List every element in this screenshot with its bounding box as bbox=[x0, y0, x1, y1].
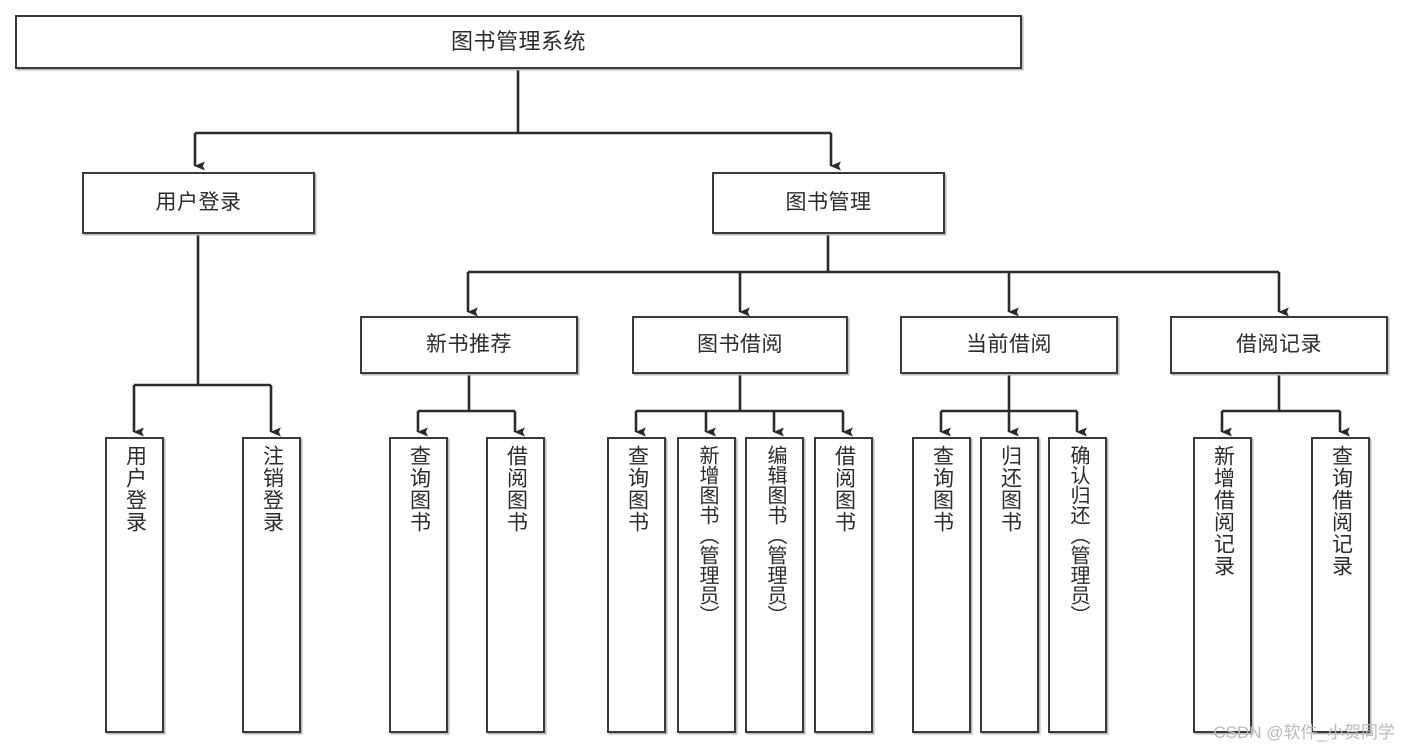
node-label: 查询图书 bbox=[625, 445, 649, 533]
leaf-current-borrow-confirm-return[interactable]: 确认归还（管理员） bbox=[1048, 437, 1107, 733]
node-label: 注销登录 bbox=[260, 445, 284, 533]
node-borrow-records[interactable]: 借阅记录 bbox=[1170, 316, 1388, 374]
node-label: 查询图书 bbox=[407, 445, 431, 533]
leaf-borrow-record-query[interactable]: 查询借阅记录 bbox=[1311, 437, 1370, 733]
node-label: 图书借阅 bbox=[697, 333, 783, 357]
node-label: 归还图书 bbox=[998, 445, 1022, 533]
node-label: 查询借阅记录 bbox=[1329, 445, 1353, 577]
node-label: 借阅记录 bbox=[1236, 333, 1322, 357]
node-label: 新书推荐 bbox=[426, 333, 512, 357]
watermark-text: CSDN @软件_小贺同学 bbox=[1213, 723, 1395, 742]
node-label: 图书管理系统 bbox=[450, 28, 586, 54]
leaf-book-borrow-edit[interactable]: 编辑图书（管理员） bbox=[745, 437, 804, 733]
node-label: 用户登录 bbox=[123, 445, 147, 533]
leaf-book-borrow-add[interactable]: 新增图书（管理员） bbox=[677, 437, 736, 733]
leaf-book-borrow-borrow[interactable]: 借阅图书 bbox=[814, 437, 873, 733]
node-label: 新增图书（管理员） bbox=[696, 445, 718, 625]
node-label: 确认归还（管理员） bbox=[1067, 445, 1089, 625]
leaf-book-borrow-query[interactable]: 查询图书 bbox=[607, 437, 666, 733]
node-label: 编辑图书（管理员） bbox=[764, 445, 786, 625]
leaf-current-borrow-return[interactable]: 归还图书 bbox=[980, 437, 1039, 733]
node-book-borrow[interactable]: 图书借阅 bbox=[632, 316, 848, 374]
node-label: 用户登录 bbox=[155, 191, 242, 215]
node-label: 当前借阅 bbox=[966, 333, 1052, 357]
node-label: 新增借阅记录 bbox=[1211, 445, 1235, 577]
node-label: 查询图书 bbox=[930, 445, 954, 533]
leaf-new-book-query[interactable]: 查询图书 bbox=[389, 437, 448, 733]
node-label: 图书管理 bbox=[785, 191, 872, 215]
node-user-login[interactable]: 用户登录 bbox=[82, 172, 315, 234]
leaf-borrow-record-add[interactable]: 新增借阅记录 bbox=[1193, 437, 1252, 733]
node-current-borrow[interactable]: 当前借阅 bbox=[900, 316, 1118, 374]
node-label: 借阅图书 bbox=[504, 445, 528, 533]
leaf-user-login-logout[interactable]: 注销登录 bbox=[242, 437, 301, 733]
leaf-user-login-login[interactable]: 用户登录 bbox=[105, 437, 164, 733]
leaf-new-book-borrow[interactable]: 借阅图书 bbox=[486, 437, 545, 733]
leaf-current-borrow-query[interactable]: 查询图书 bbox=[912, 437, 971, 733]
node-new-book-recommend[interactable]: 新书推荐 bbox=[360, 316, 578, 374]
node-root-system[interactable]: 图书管理系统 bbox=[15, 15, 1022, 69]
node-label: 借阅图书 bbox=[832, 445, 856, 533]
node-book-management[interactable]: 图书管理 bbox=[712, 172, 945, 234]
